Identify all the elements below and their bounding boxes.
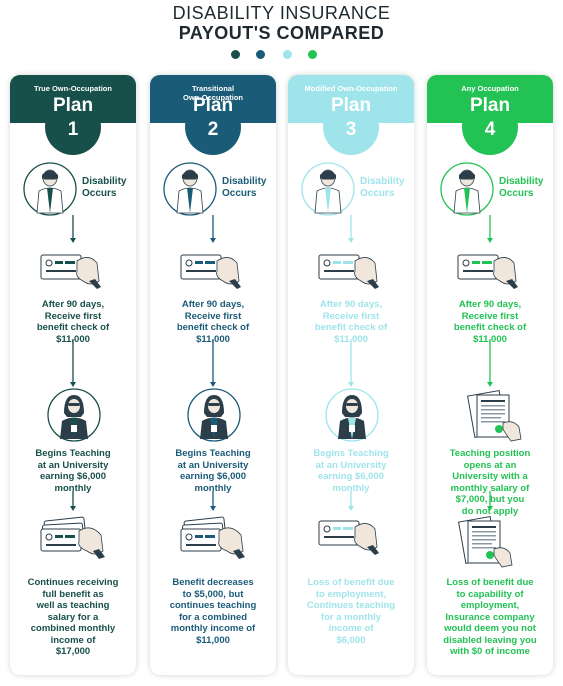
flow-arrow [487, 491, 493, 511]
plan-label: Plan [469, 95, 511, 116]
plan-column-3: Modified Own-Occupation Plan 3 [288, 75, 416, 675]
teacher-icon [186, 387, 242, 448]
doctor-icon [22, 161, 78, 222]
dot-3 [283, 50, 292, 59]
color-dots [231, 50, 331, 60]
cash-stack-icon [37, 513, 107, 566]
title-line-1: DISABILITY INSURANCE [172, 3, 391, 23]
doctor-icon [300, 161, 356, 222]
teacher-icon [46, 387, 102, 448]
flow-arrow [70, 339, 76, 387]
dot-1 [231, 50, 240, 59]
plan-label: Plan [330, 95, 372, 116]
doctor-icon [162, 161, 218, 222]
check-card-icon [454, 247, 518, 296]
dot-4 [308, 50, 317, 59]
plan-number-circle [462, 99, 518, 155]
document-icon [454, 513, 514, 574]
flow-arrow [487, 339, 493, 387]
plan-number-circle [185, 99, 241, 155]
plan-label: Plan [52, 95, 94, 116]
flow-arrow [487, 215, 493, 243]
flow-arrow [210, 215, 216, 243]
teacher-icon [324, 387, 380, 448]
plan-number-circle [45, 99, 101, 155]
cash-stack-icon [177, 513, 247, 566]
flow-arrow [70, 491, 76, 511]
plan-number: 3 [345, 119, 357, 140]
plan-label: Plan [192, 95, 234, 116]
flow-arrow [210, 339, 216, 387]
doctor-icon [439, 161, 495, 222]
flow-arrow [70, 215, 76, 243]
title-line-2: PAYOUT'S COMPARED [178, 23, 385, 43]
plan-subtitle: Any Occupation [461, 84, 519, 93]
dot-2 [256, 50, 265, 59]
flow-arrow [348, 491, 354, 511]
flow-arrow [348, 339, 354, 387]
plan-number-circle [323, 99, 379, 155]
check-card-icon [315, 513, 379, 562]
check-card-icon [37, 247, 101, 296]
plan-number: 4 [484, 119, 496, 140]
flow-arrow [210, 491, 216, 511]
document-icon [463, 387, 523, 448]
plan-subtitle: Modified Own-Occupation [304, 84, 398, 93]
flow-arrow [348, 215, 354, 243]
plan-column-1: True Own-Occupation Plan 1 [10, 75, 138, 675]
plan-subtitle: True Own-Occupation [34, 84, 112, 93]
plan-number: 1 [67, 119, 79, 140]
check-card-icon [177, 247, 241, 296]
check-card-icon [315, 247, 379, 296]
plan-column-4: Any Occupation Plan 4 [427, 75, 555, 675]
plan-number: 2 [207, 119, 219, 140]
